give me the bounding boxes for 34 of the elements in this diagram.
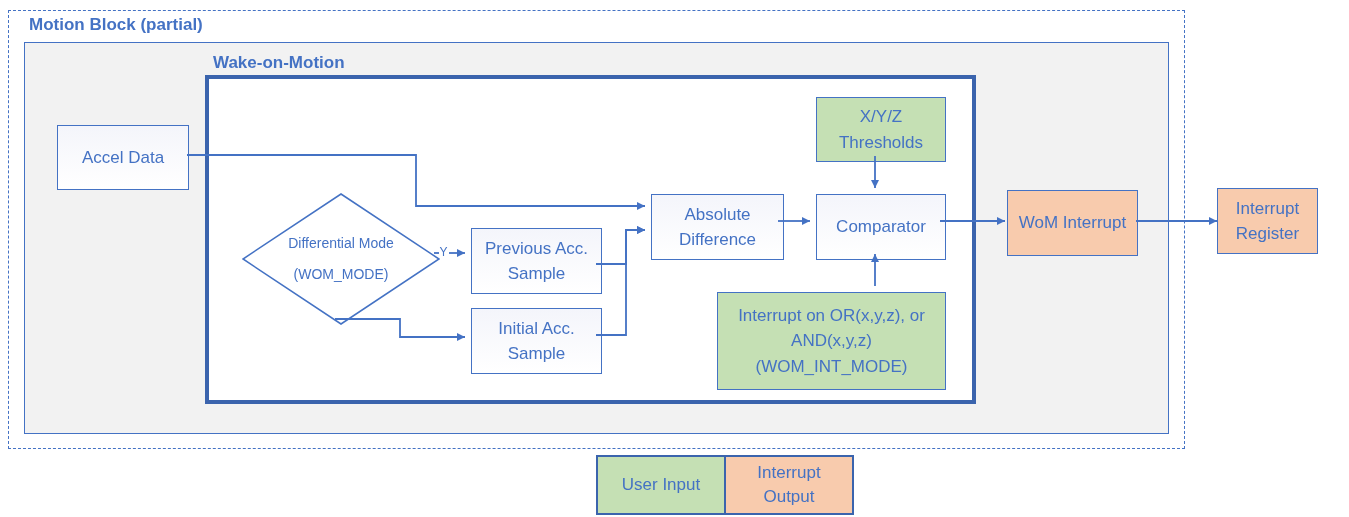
process-box [816,194,946,260]
arrow [433,249,466,257]
decision-diamond [242,193,440,325]
box-label: Interrupt on OR(x,y,z), or AND(x,y,z) (WOM_INT_MODE) [737,304,926,378]
arrow [595,226,646,336]
box-label: Interrupt Register [1234,197,1301,245]
box-label: Previous Acc. Sample [484,237,589,285]
process-box [471,308,602,374]
box-label: X/Y/Z Thresholds [837,106,925,154]
arrow [334,318,466,341]
process-box [717,292,946,390]
arrow [871,253,879,287]
process-box [471,228,602,294]
box-label: Absolute Difference [677,203,758,251]
group-title: Motion Block (partial) [29,15,203,35]
arrow [939,217,1006,225]
process-box [57,125,189,190]
box-label: Comparator [836,216,926,239]
arrow [777,217,811,225]
process-box [1007,190,1138,256]
decision-label: Differential Mode (WOM_MODE) [287,234,395,284]
process-box [1217,188,1318,254]
legend-label: User Input [620,474,702,497]
edge-label: Y [438,246,449,258]
process-box [651,194,784,260]
box-label: WoM Interrupt [1018,212,1127,235]
frame-title: Wake-on-Motion [213,53,345,73]
arrow [871,155,879,189]
arrow [1135,217,1218,225]
arrow [186,154,646,210]
box-label: Accel Data [81,146,165,169]
box-label: Initial Acc. Sample [497,317,576,365]
process-box [816,97,946,162]
legend-label: Interrupt Output [756,462,822,508]
